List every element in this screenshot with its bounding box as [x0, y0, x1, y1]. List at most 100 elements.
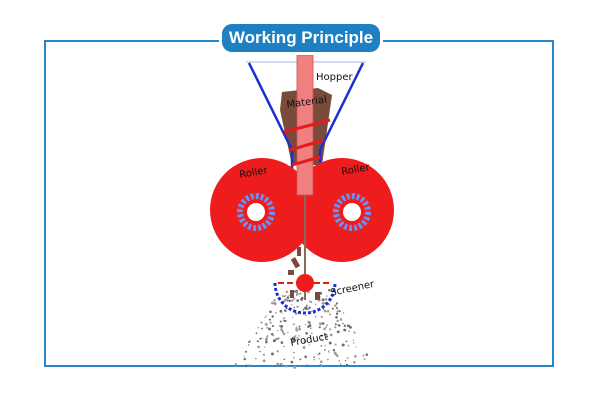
particle: [333, 351, 337, 355]
particle: [288, 294, 290, 297]
particle: [281, 295, 284, 297]
particle: [336, 310, 339, 313]
particle: [282, 332, 286, 336]
particle: [346, 357, 349, 359]
particle: [265, 340, 268, 343]
particle: [261, 327, 263, 330]
particle: [343, 312, 345, 314]
particle: [295, 328, 298, 332]
particle: [276, 329, 279, 332]
particle: [321, 302, 325, 305]
particle: [265, 322, 267, 325]
particle: [271, 301, 274, 305]
particle: [273, 299, 276, 302]
particle: [276, 350, 279, 353]
particle: [255, 358, 257, 360]
particle: [333, 304, 337, 307]
particle: [320, 315, 323, 319]
particle: [346, 324, 350, 328]
particle: [323, 309, 327, 313]
particle: [318, 357, 320, 360]
particle: [321, 298, 325, 302]
particle: [283, 298, 287, 302]
particle: [291, 299, 294, 303]
particle: [303, 308, 305, 311]
particle: [343, 328, 347, 332]
particle: [323, 327, 326, 331]
particle: [338, 310, 341, 313]
particle: [283, 295, 286, 298]
particle: [325, 335, 329, 338]
particle: [279, 309, 283, 313]
particle: [261, 337, 263, 340]
particle: [248, 344, 250, 346]
particle: [255, 332, 258, 335]
particle: [292, 298, 295, 301]
particle: [335, 312, 339, 315]
particle: [260, 321, 263, 324]
particle: [274, 365, 276, 367]
particle: [268, 327, 271, 331]
particle: [275, 312, 277, 314]
particle: [259, 350, 261, 353]
particle: [306, 364, 308, 366]
particle: [290, 338, 292, 341]
particle: [293, 351, 295, 354]
particle: [283, 317, 285, 319]
label-roller-left: Roller: [239, 165, 270, 181]
particle: [322, 308, 325, 310]
particle: [279, 320, 282, 323]
particle: [256, 340, 259, 343]
particle: [272, 339, 276, 343]
particle: [310, 327, 312, 329]
particle: [313, 356, 315, 359]
particle: [341, 343, 345, 347]
particle: [318, 352, 321, 355]
particle: [329, 328, 332, 331]
particle: [324, 297, 328, 301]
particle: [299, 358, 302, 361]
particle: [355, 346, 357, 348]
particle: [273, 302, 276, 304]
particle: [320, 364, 323, 367]
particle: [323, 348, 326, 351]
particle: [243, 355, 245, 357]
particle: [275, 337, 278, 341]
screener: [273, 282, 337, 315]
screener-rotor: [296, 274, 314, 292]
particle: [283, 358, 286, 361]
particle: [318, 326, 321, 329]
particle: [258, 365, 261, 367]
particle: [276, 362, 280, 366]
particle: [296, 299, 299, 302]
particle: [354, 355, 357, 358]
particle: [303, 340, 307, 344]
particle: [305, 331, 308, 335]
particle: [292, 323, 295, 326]
particle: [359, 364, 362, 367]
particle: [285, 290, 289, 294]
particle: [332, 348, 336, 352]
particle: [266, 326, 269, 329]
particle: [287, 331, 289, 334]
particle: [306, 307, 310, 310]
particle: [339, 318, 343, 321]
label-screener: Screener: [329, 279, 376, 299]
particle: [326, 309, 330, 313]
particle: [234, 363, 237, 365]
particle: [329, 333, 333, 337]
particle: [271, 325, 274, 328]
particle: [291, 336, 294, 339]
particle: [317, 354, 319, 356]
particle: [257, 345, 260, 349]
particle: [320, 345, 323, 347]
screw-flights: [283, 118, 331, 167]
label-hopper: Hopper: [316, 72, 353, 83]
particle: [336, 302, 339, 305]
particle: [338, 331, 341, 333]
particle: [262, 359, 266, 363]
particle: [348, 325, 352, 329]
particle: [327, 358, 329, 361]
particle: [353, 331, 356, 334]
particle: [342, 322, 344, 325]
